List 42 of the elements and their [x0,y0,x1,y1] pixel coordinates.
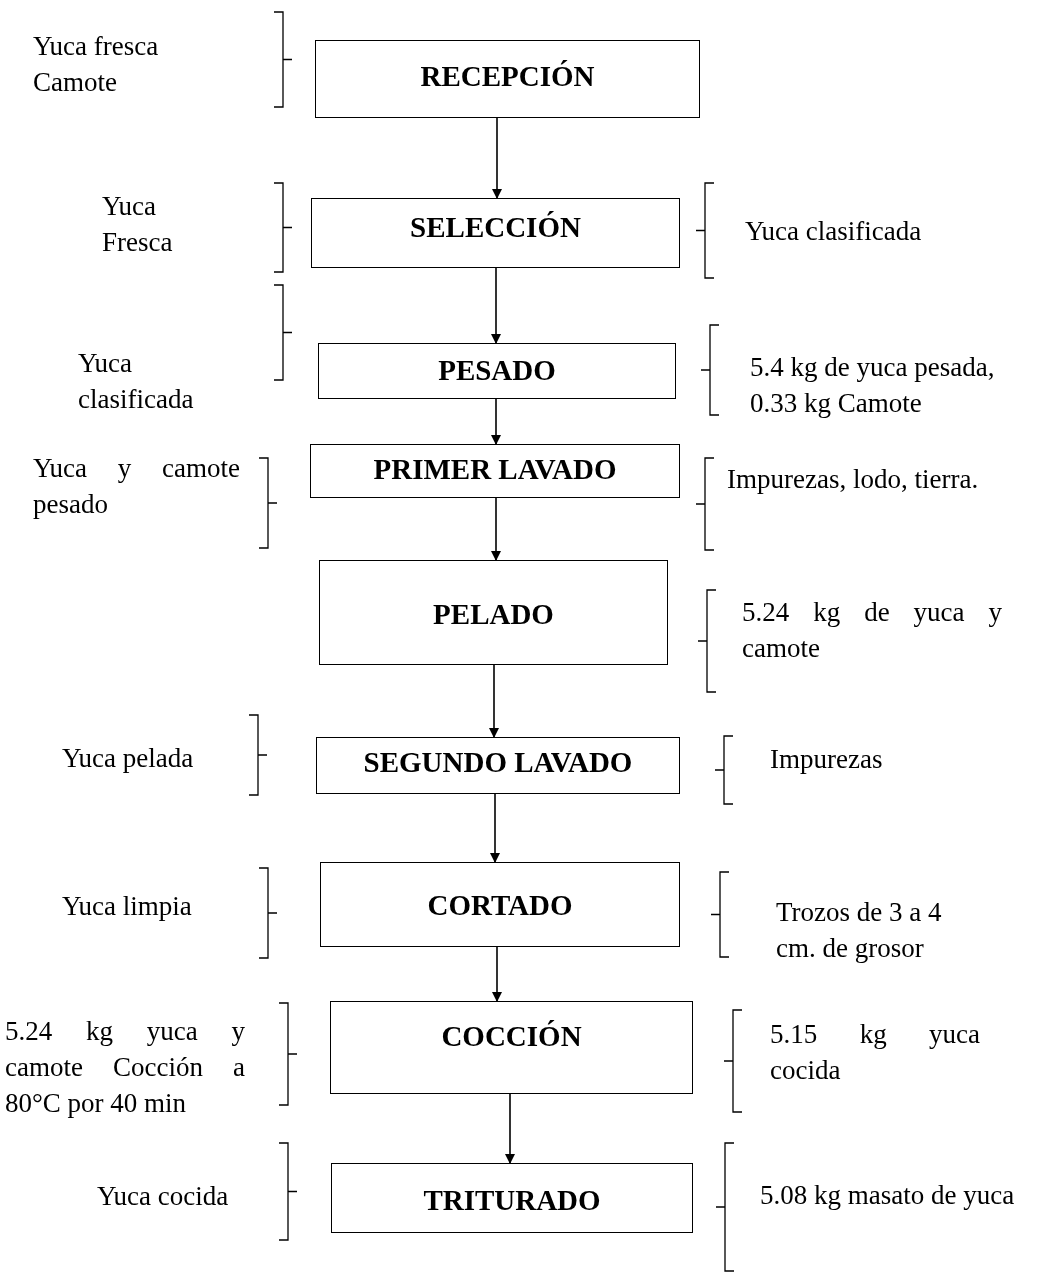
step-label: COCCIÓN [440,1019,583,1054]
side-note: 5.24 kg yuca y camote Cocción a 80°C por 40 min [5,1015,245,1120]
step-label: CORTADO [426,888,574,923]
process-box [318,343,676,399]
arrow [489,664,499,738]
side-note: Yuca y camote pesado [33,452,240,521]
step-label: TRITURADO [422,1183,602,1218]
step-label: PRIMER LAVADO [372,452,618,487]
step-label: SELECCIÓN [409,210,582,245]
arrow [491,398,501,445]
process-box [311,198,680,268]
arrow [492,117,502,199]
side-note: Trozos de 3 a 4 cm. de grosor [776,896,943,965]
arrow [490,793,500,863]
side-note: 5.24 kg de yuca y camote [742,596,1002,665]
side-note: Yuca clasificada [78,347,195,416]
side-note: 5.15 kg yuca cocida [770,1018,980,1087]
step-label: PESADO [437,353,557,388]
side-note: Yuca limpia [62,890,193,923]
side-note: 5.08 kg masato de yuca [760,1179,1016,1212]
step-label: SEGUNDO LAVADO [362,745,634,780]
side-note: Impurezas [770,743,884,776]
step-label: RECEPCIÓN [419,59,596,94]
arrow [491,267,501,344]
side-note: Impurezas, lodo, tierra. [727,463,980,496]
side-note: Yuca clasificada [745,215,923,248]
process-box [310,444,680,498]
process-box [315,40,700,118]
arrow [491,497,501,561]
process-box [316,737,680,794]
arrow [505,1093,515,1164]
process-box [330,1001,693,1094]
arrow [492,946,502,1002]
process-box [319,560,668,665]
side-note: Yuca pelada [62,742,195,775]
step-label: PELADO [432,597,555,632]
side-note: 5.4 kg de yuca pesada, 0.33 kg Camote [750,351,996,420]
side-note: Yuca fresca Camote [33,30,160,99]
process-box [331,1163,693,1233]
process-box [320,862,680,947]
side-note: Yuca cocida [97,1180,230,1213]
side-note: Yuca Fresca [102,190,174,259]
